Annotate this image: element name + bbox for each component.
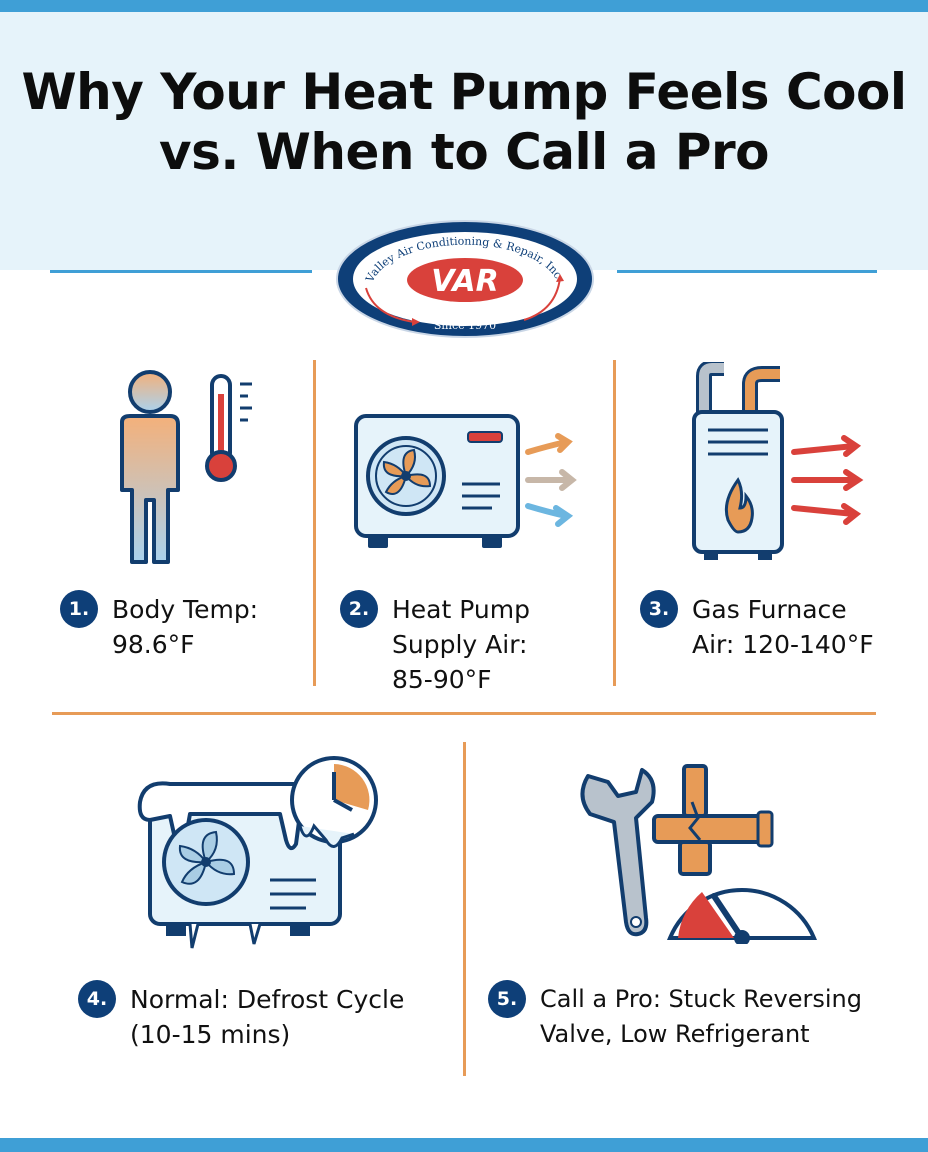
wrench-valve-gauge-icon	[580, 764, 818, 944]
item-5-text: Call a Pro: Stuck Reversing Valve, Low R…	[540, 985, 862, 1048]
logo-mark: VAR	[431, 264, 499, 299]
company-logo: Valley Air Conditioning & Repair, Inc. V…	[336, 220, 594, 338]
item-3-text: Gas Furnace Air: 120-140°F	[692, 595, 874, 659]
person-thermometer-icon	[120, 370, 252, 564]
item-1-text: Body Temp: 98.6°F	[112, 595, 259, 659]
item-4-caption: 4. Normal: Defrost Cycle (10-15 mins)	[78, 980, 458, 1052]
title-line-2: vs. When to Call a Pro	[159, 123, 770, 181]
logo-swoosh-left	[365, 287, 415, 323]
bottom-accent-bar	[0, 1138, 928, 1152]
title-line-1: Why Your Heat Pump Feels Cool	[21, 63, 907, 121]
item-4-text: Normal: Defrost Cycle (10-15 mins)	[130, 985, 405, 1049]
item-5-number-badge: 5.	[488, 980, 526, 1018]
heat-pump-unit-icon	[354, 414, 577, 548]
item-2-text: Heat Pump Supply Air: 85-90°F	[392, 595, 530, 694]
item-4-number-badge: 4.	[78, 980, 116, 1018]
item-3-number-badge: 3.	[640, 590, 678, 628]
item-5-caption: 5. Call a Pro: Stuck Reversing Valve, Lo…	[488, 980, 908, 1052]
logo-swoosh-right	[523, 277, 561, 321]
gas-furnace-icon	[692, 362, 864, 560]
page-title: Why Your Heat Pump Feels Cool vs. When t…	[0, 62, 928, 182]
item-1-caption: 1. Body Temp: 98.6°F	[60, 590, 310, 662]
header-rule-left	[50, 270, 312, 273]
header-rule-right	[617, 270, 877, 273]
item-1-number-badge: 1.	[60, 590, 98, 628]
divider-1-2	[313, 360, 316, 686]
item-2-caption: 2. Heat Pump Supply Air: 85-90°F	[340, 590, 610, 697]
top-accent-bar	[0, 0, 928, 12]
item-3-caption: 3. Gas Furnace Air: 120-140°F	[640, 590, 910, 662]
item-2-number-badge: 2.	[340, 590, 378, 628]
logo-since: Since 1970	[434, 319, 496, 332]
divider-2-3	[613, 360, 616, 686]
divider-4-5	[463, 742, 466, 1076]
row-divider	[52, 712, 876, 715]
frozen-unit-clock-icon	[137, 756, 378, 949]
